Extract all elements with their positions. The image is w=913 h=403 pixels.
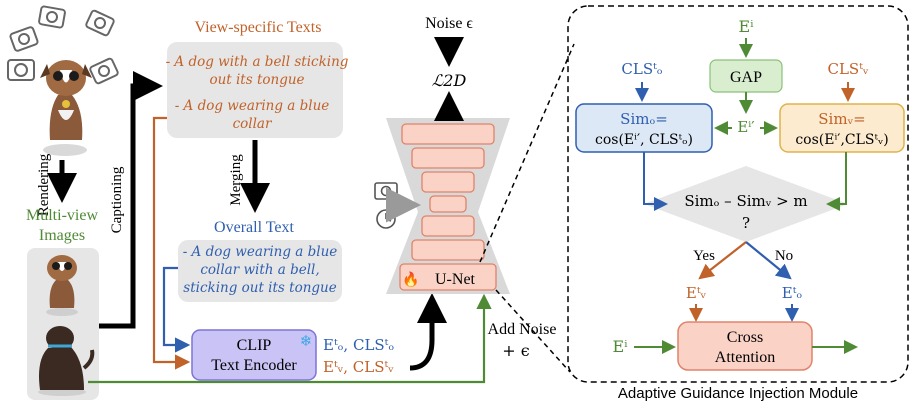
rendering-label: Rendering [36, 153, 52, 216]
ev-label: Eᵗᵥ [686, 284, 707, 302]
ei-prime-label: Eⁱ′ [737, 118, 755, 136]
unet-blocks [401, 123, 495, 261]
view-text-to-clip-arrow [152, 116, 191, 370]
gap-label: GAP [730, 69, 762, 86]
overall-text-title: Overall Text [214, 219, 294, 236]
view-specific-box [167, 42, 343, 138]
decision-condition: Simₒ – Simᵥ > m [684, 192, 807, 210]
multi-view-label-2: Images [39, 227, 85, 244]
unet-block [411, 147, 485, 169]
yes-label: Yes [693, 248, 715, 264]
eo-label: Eᵗₒ [782, 284, 803, 302]
add-noise-arrow [88, 293, 492, 384]
clock-icon [376, 209, 396, 229]
loss-label: ℒ2D [432, 71, 467, 90]
clip-encoder-box [191, 329, 317, 381]
clip-output-o: Eᵗₒ, CLSᵗₒ [323, 336, 394, 354]
multi-view-label: Multi-view [26, 207, 98, 224]
cls-o-label: CLSᵗₒ [621, 60, 662, 78]
camera-icon [85, 9, 115, 37]
captioning-label: Captioning [109, 166, 125, 233]
overall-text-line3: sticking out its tongue [183, 280, 336, 296]
overall-text-to-clip-arrow [162, 266, 191, 353]
dog-back-view-image [38, 326, 95, 396]
sim-v-label: Simᵥ= [818, 110, 865, 128]
camera-icon [9, 26, 39, 52]
camera-icon [7, 59, 35, 81]
sim-v-to-decision-arrow [826, 152, 847, 211]
module-caption: Adaptive Guidance Injection Module [618, 385, 858, 402]
ei-top-label: Eⁱ [739, 17, 754, 36]
noise-label: Noise ϵ [425, 15, 473, 32]
camera-icon [38, 5, 66, 29]
view-text-1: - A dog with a bell sticking [166, 54, 349, 70]
merging-label: Merging [228, 154, 244, 206]
dog-front-view-image [46, 255, 78, 316]
unet-label: U-Net [435, 271, 476, 288]
clip-label: CLIP [237, 337, 272, 354]
camera-icon [89, 57, 119, 85]
camera-icon [374, 182, 398, 200]
captioning-arrow [99, 71, 163, 329]
overall-text-box [178, 240, 342, 302]
cls-v-label: CLSᵗᵥ [827, 60, 868, 78]
unet-label-box [399, 263, 497, 291]
snowflake-icon: ❄ [300, 332, 313, 350]
ei-left-label: Eⁱ [613, 337, 628, 356]
unet-block [429, 195, 467, 213]
sim-v-box [779, 103, 905, 153]
unet-block [421, 171, 475, 193]
zoom-line-bottom [495, 289, 571, 373]
unet-block [401, 123, 495, 145]
decision-question: ? [742, 214, 750, 232]
clip-to-unet-arrow [409, 293, 447, 371]
clip-output-v: Eᵗᵥ, CLSᵗᵥ [323, 358, 394, 376]
module-frame [567, 5, 909, 383]
view-specific-title: View-specific Texts [195, 19, 322, 36]
cross-attention-label-2: Attention [715, 349, 775, 366]
unet-block [411, 239, 485, 261]
sim-o-label: Simₒ= [620, 110, 668, 128]
view-text-1b: out its tongue [209, 72, 304, 88]
add-noise-label-2: + ϵ [502, 341, 529, 360]
view-text-2b: collar [233, 116, 273, 132]
yes-branch-arrow [698, 241, 747, 280]
sim-o-to-decision-arrow [643, 152, 668, 211]
dog-3d-model-illustration [40, 60, 92, 156]
view-text-2: - A dog wearing a blue [175, 98, 330, 114]
no-label: No [775, 248, 793, 264]
overall-text-line1: - A dog wearing a blue [183, 244, 338, 260]
add-noise-label: Add Noise [488, 321, 557, 338]
cross-attention-label: Cross [727, 329, 763, 346]
unet-block [421, 215, 475, 237]
zoom-line-top [479, 43, 575, 263]
sim-o-formula: cos(Eⁱ′, CLSᵗₒ) [595, 132, 693, 148]
sim-v-formula: cos(Eⁱ′,CLSᵗᵥ) [795, 132, 888, 148]
overall-text-line2: collar with a bell, [200, 262, 319, 278]
fire-icon: 🔥 [402, 271, 419, 288]
clip-label-2: Text Encoder [211, 357, 297, 374]
no-branch-arrow [745, 241, 792, 280]
decision-diamond [644, 166, 848, 242]
